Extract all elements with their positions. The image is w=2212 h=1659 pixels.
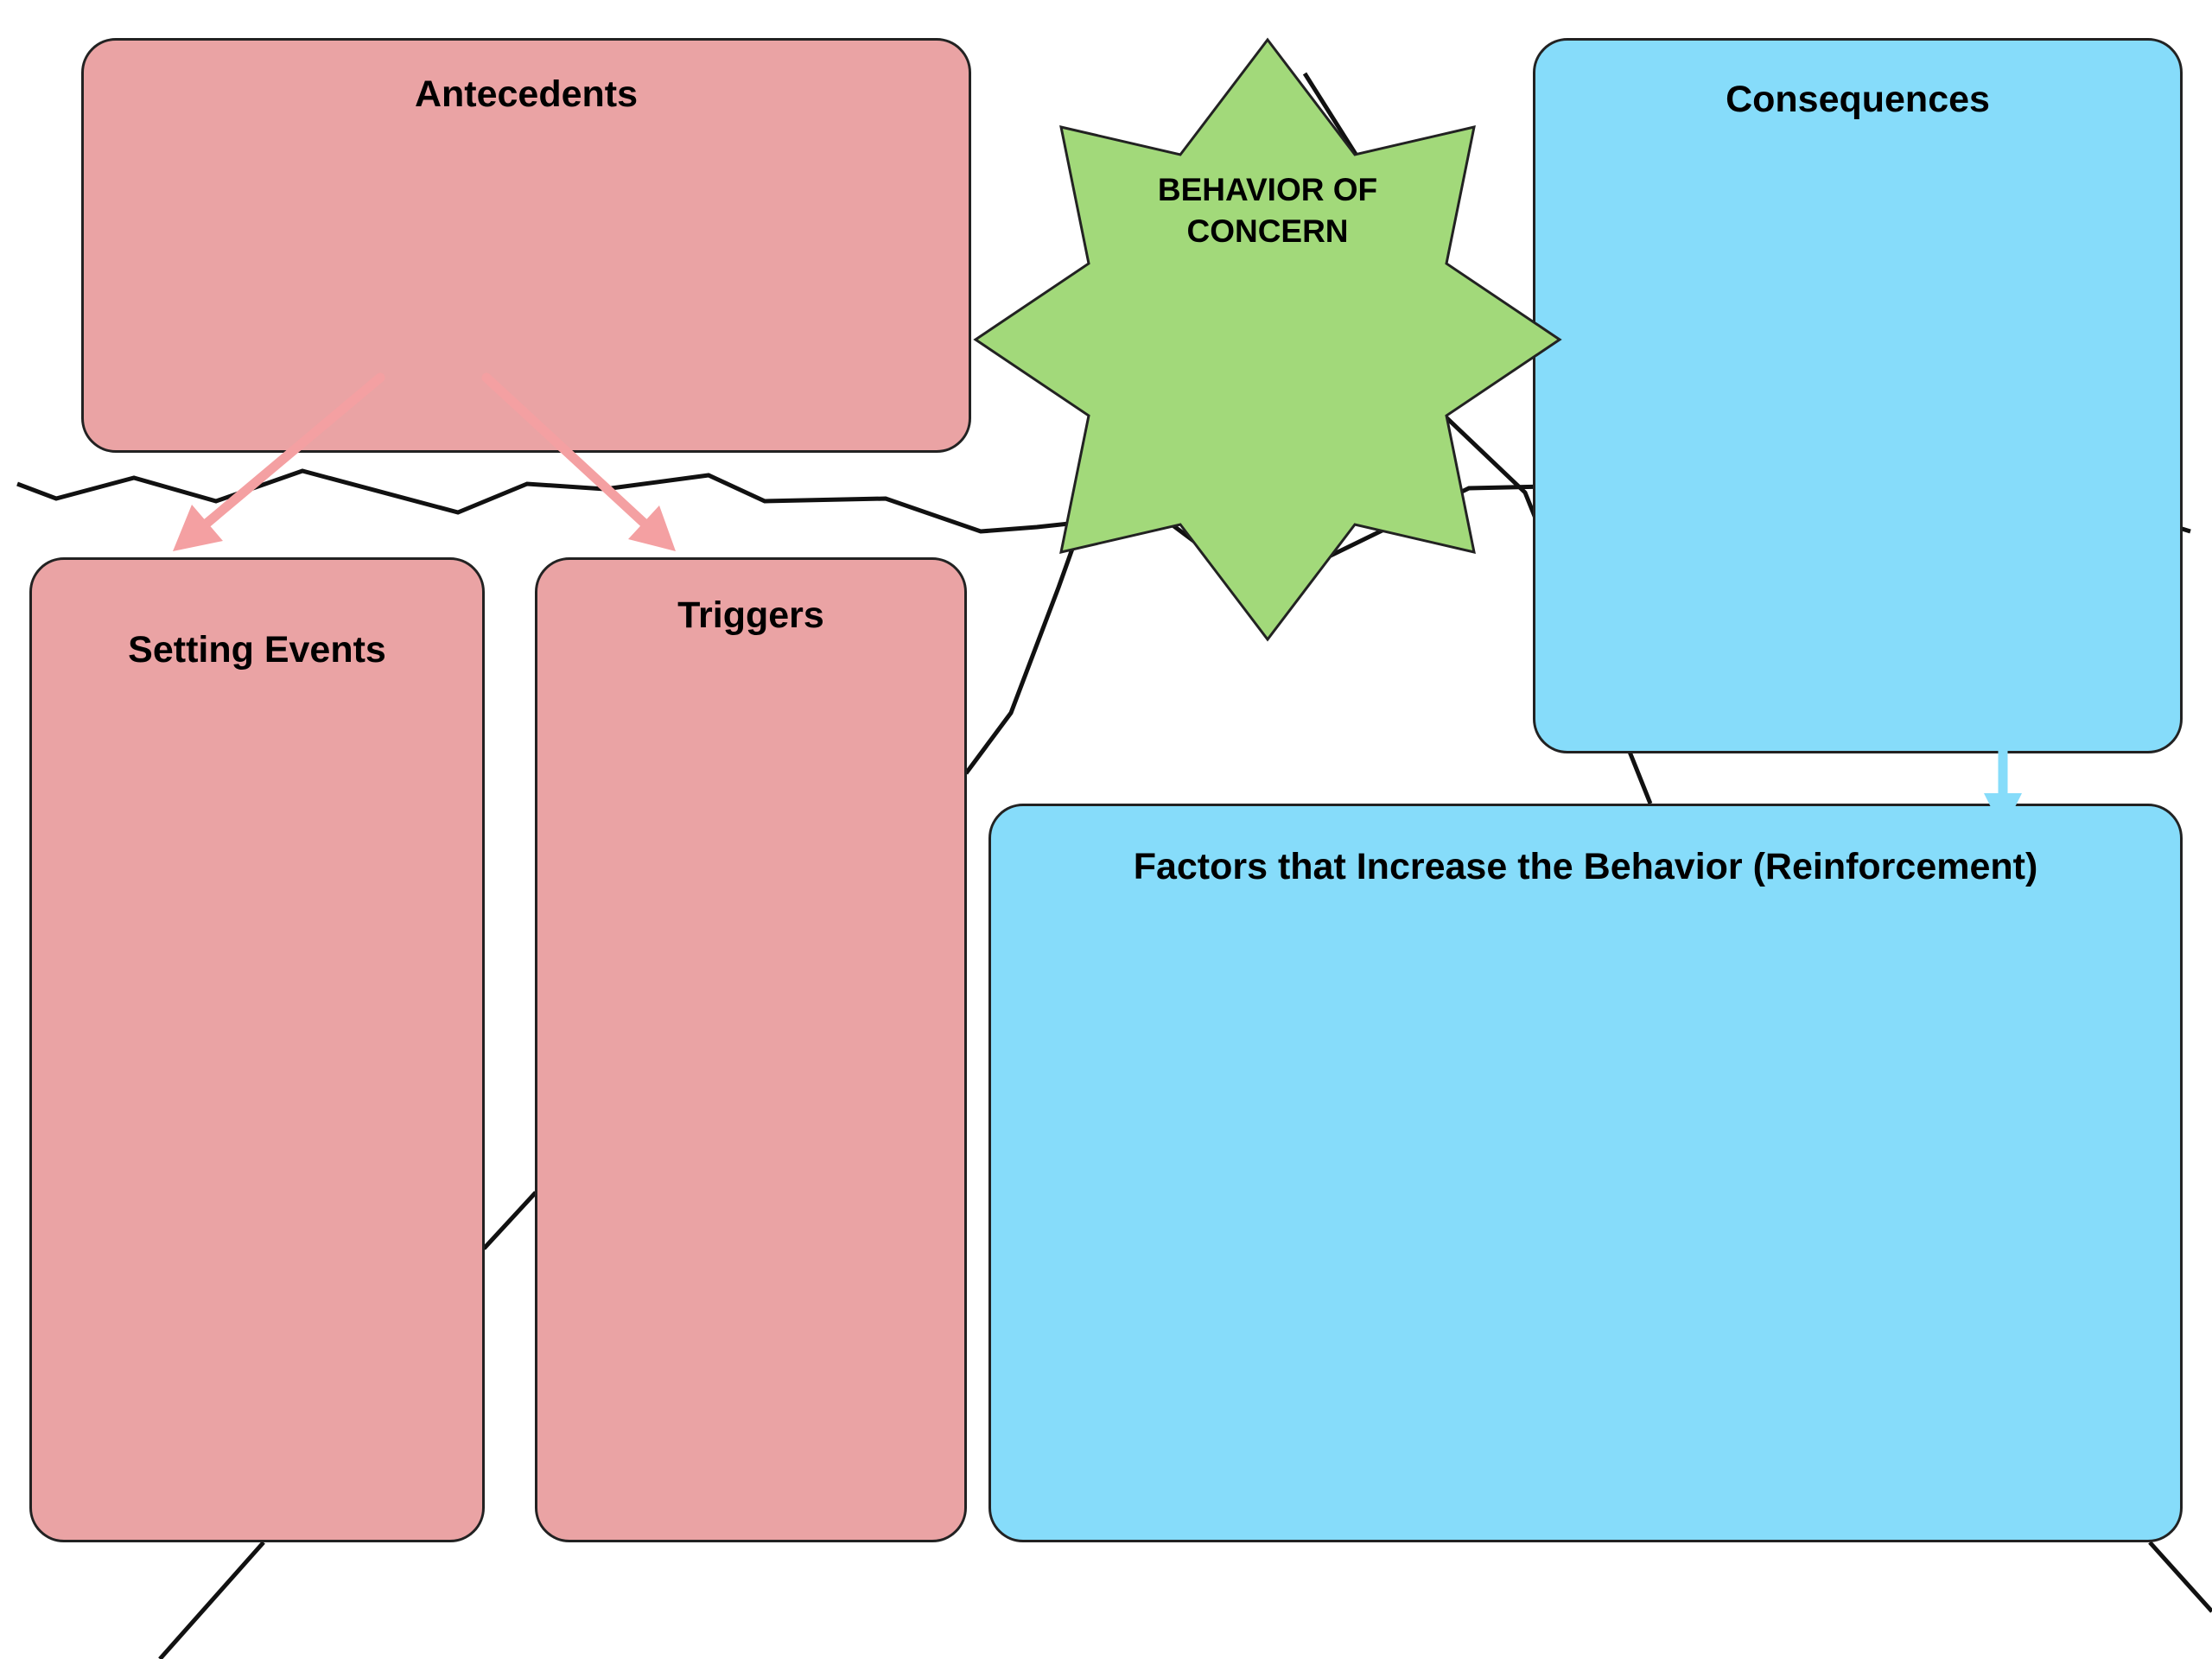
behavior-star-shape xyxy=(973,37,1562,642)
reinforcement-box[interactable]: Factors that Increase the Behavior (Rein… xyxy=(988,804,2183,1542)
background-line-center xyxy=(963,526,1083,775)
setting-events-box[interactable]: Setting Events xyxy=(29,557,485,1542)
triggers-box[interactable]: Triggers xyxy=(535,557,967,1542)
triggers-title: Triggers xyxy=(677,594,824,636)
behavior-label-line2: CONCERN xyxy=(1186,213,1349,249)
reinforcement-title: Factors that Increase the Behavior (Rein… xyxy=(1133,846,2038,887)
antecedents-title: Antecedents xyxy=(414,73,639,115)
background-line-star-right xyxy=(1302,72,1653,804)
background-line-lower-left xyxy=(158,1541,265,1659)
background-line-lower-right xyxy=(2148,1541,2212,1613)
background-line-mid-left xyxy=(482,1191,537,1250)
behavior-label-line1: BEHAVIOR OF xyxy=(1157,172,1378,207)
consequences-title: Consequences xyxy=(1726,79,1990,120)
consequences-box[interactable]: Consequences xyxy=(1533,38,2183,753)
behavior-star-label: BEHAVIOR OF CONCERN xyxy=(1095,169,1440,252)
setting-events-title: Setting Events xyxy=(128,629,386,671)
